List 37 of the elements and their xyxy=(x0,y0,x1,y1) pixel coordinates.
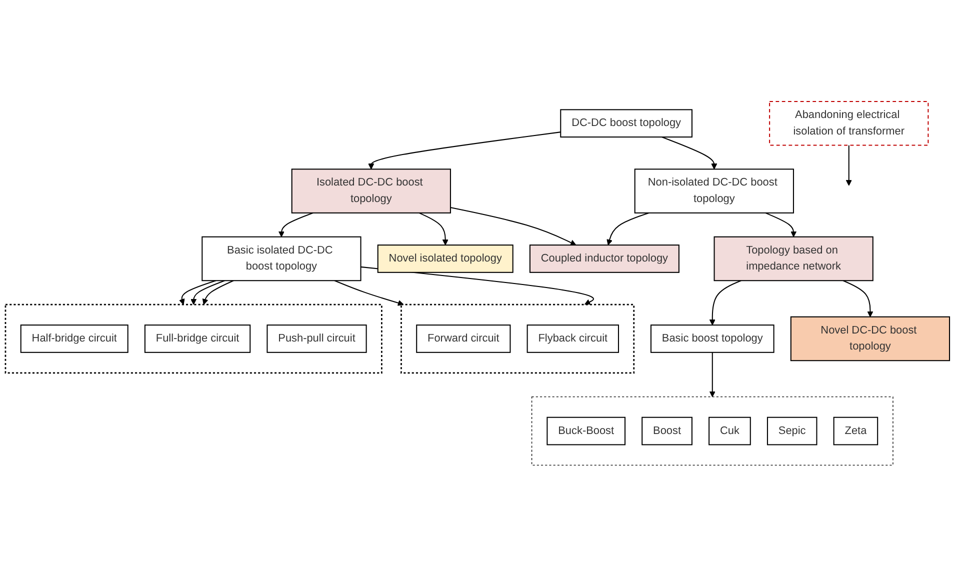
node-box: Non-isolated DC-DC boost topology xyxy=(634,168,794,214)
node-box: Buck-Boost xyxy=(546,417,626,446)
node-box: Zeta xyxy=(833,417,878,446)
arrow xyxy=(842,280,874,318)
node-box: DC-DC boost topology xyxy=(560,109,692,138)
arrow xyxy=(202,280,234,305)
arrow xyxy=(278,212,314,238)
node-box: Full-bridge circuit xyxy=(144,324,251,354)
node-box: Half-bridge circuit xyxy=(20,324,128,354)
arrow xyxy=(709,352,716,398)
node-box: Cuk xyxy=(708,417,751,446)
node-box: Isolated DC-DC boost topology xyxy=(291,168,451,214)
arrow xyxy=(846,145,852,186)
node-box: Topology based on impedance network xyxy=(714,236,874,282)
node-box: Flyback circuit xyxy=(526,324,619,354)
arrow xyxy=(765,212,797,238)
node-box: Abandoning electrical isolation of transformer xyxy=(769,101,929,146)
arrow xyxy=(418,212,448,246)
node-box: Basic boost topology xyxy=(650,324,774,354)
arrow xyxy=(190,280,225,305)
arrow xyxy=(179,280,216,305)
cluster xyxy=(4,304,382,374)
arrow xyxy=(662,136,718,170)
cluster xyxy=(531,396,894,466)
node-box: Forward circuit xyxy=(416,324,511,354)
arrow xyxy=(368,132,561,170)
arrow xyxy=(709,280,742,326)
cluster xyxy=(400,304,635,374)
arrow xyxy=(450,207,576,246)
node-box: Push-pull circuit xyxy=(266,324,367,354)
arrow xyxy=(334,280,404,306)
node-box: Novel isolated topology xyxy=(377,244,514,274)
node-box: Novel DC-DC boost topology xyxy=(790,316,950,362)
node-box: Basic isolated DC-DC boost topology xyxy=(202,236,362,282)
node-box: Sepic xyxy=(766,417,818,446)
node-box: Boost xyxy=(642,417,692,446)
node-box: Coupled inductor topology xyxy=(529,244,680,274)
